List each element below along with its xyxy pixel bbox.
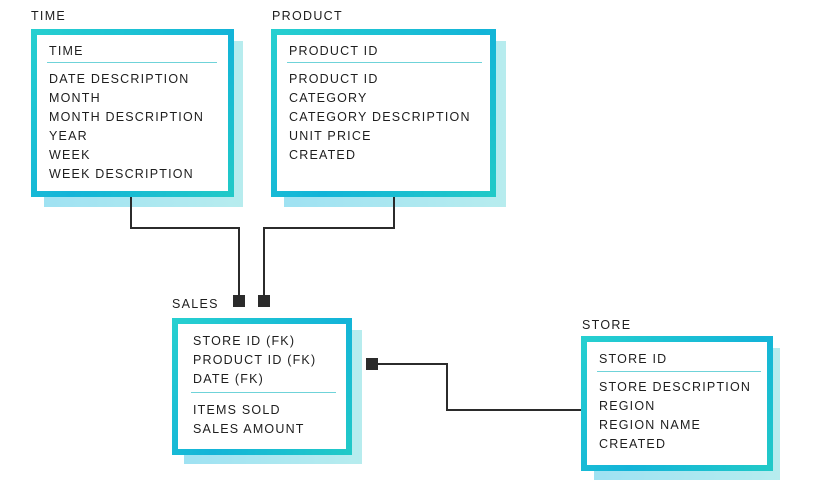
store-attribute: REGION NAME [599,418,702,432]
sales-key-field: PRODUCT ID (FK) [193,353,317,367]
time-sales-cardinality-marker [233,295,245,307]
product-attribute: CATEGORY [289,91,368,105]
store-attribute: STORE DESCRIPTION [599,380,752,394]
sales-attribute: ITEMS SOLD [193,403,281,417]
store-sales-connector [372,363,581,411]
store-key-field: STORE ID [599,352,668,366]
store-key-divider [597,371,761,372]
time-attribute: WEEK DESCRIPTION [49,167,194,181]
product-attribute: CATEGORY DESCRIPTION [289,110,471,124]
product-attribute: CREATED [289,148,357,162]
time-entity-box[interactable]: TIME DATE DESCRIPTION MONTH MONTH DESCRI… [31,29,234,197]
store-attribute: REGION [599,399,656,413]
product-attribute: PRODUCT ID [289,72,379,86]
time-attribute: YEAR [49,129,88,143]
time-key-field: TIME [49,44,84,58]
sales-key-divider [191,392,336,393]
time-attribute: MONTH [49,91,101,105]
sales-key-field: STORE ID (FK) [193,334,296,348]
product-key-field: PRODUCT ID [289,44,379,58]
sales-attribute: SALES AMOUNT [193,422,305,436]
time-attribute: DATE DESCRIPTION [49,72,190,86]
product-sales-connector [263,197,395,296]
store-entity-title: STORE [582,318,632,332]
time-sales-connector [130,197,240,296]
sales-entity-box[interactable]: STORE ID (FK) PRODUCT ID (FK) DATE (FK) … [172,318,352,455]
store-sales-cardinality-marker [366,358,378,370]
product-sales-cardinality-marker [258,295,270,307]
product-key-divider [287,62,482,63]
product-entity-box[interactable]: PRODUCT ID PRODUCT ID CATEGORY CATEGORY … [271,29,496,197]
sales-key-field: DATE (FK) [193,372,264,386]
sales-entity-title: SALES [172,297,219,311]
store-entity-box[interactable]: STORE ID STORE DESCRIPTION REGION REGION… [581,336,773,471]
store-attribute: CREATED [599,437,667,451]
time-entity-title: TIME [31,9,67,23]
product-attribute: UNIT PRICE [289,129,372,143]
time-attribute: MONTH DESCRIPTION [49,110,205,124]
time-attribute: WEEK [49,148,91,162]
product-entity-title: PRODUCT [272,9,343,23]
time-key-divider [47,62,217,63]
